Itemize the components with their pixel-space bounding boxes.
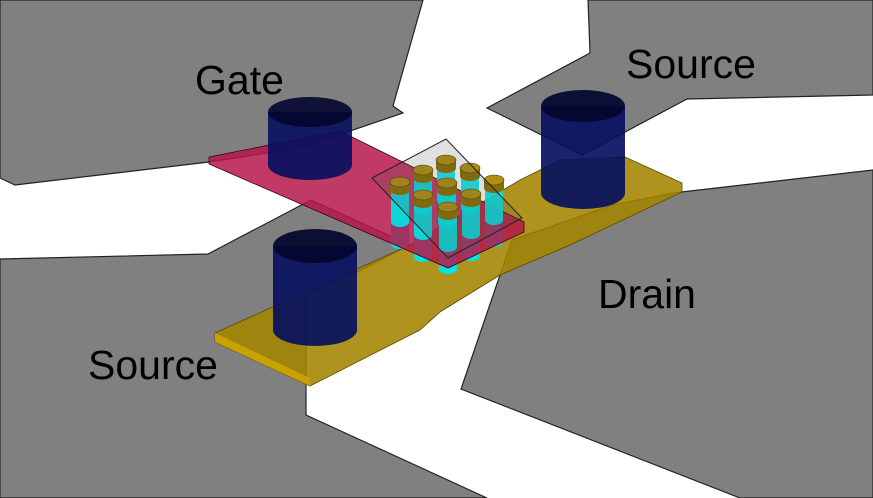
pin-cap [459, 162, 481, 174]
gate-via [268, 97, 352, 180]
pin-cap [412, 189, 434, 201]
gate-label: Gate [195, 57, 284, 103]
source-bottom-label: Source [88, 342, 218, 388]
source-top-via [541, 90, 625, 209]
source-top-label: Source [626, 41, 756, 87]
pin-box-outline [371, 138, 523, 259]
pin-cap [460, 188, 482, 200]
pin-cap [437, 201, 459, 213]
pin-cap [412, 164, 434, 176]
source-bottom-via [273, 229, 357, 346]
pin [460, 188, 482, 239]
pin-cap [436, 177, 458, 189]
pin-cap [435, 154, 457, 166]
pin-cap [483, 174, 505, 186]
drain-label: Drain [598, 271, 696, 317]
pin [483, 174, 505, 225]
pin [389, 176, 411, 227]
pin [437, 201, 459, 252]
pin-cap [389, 176, 411, 188]
drain-source-plate-edge [215, 333, 310, 386]
pin [412, 189, 434, 240]
pins-upper [389, 154, 505, 252]
